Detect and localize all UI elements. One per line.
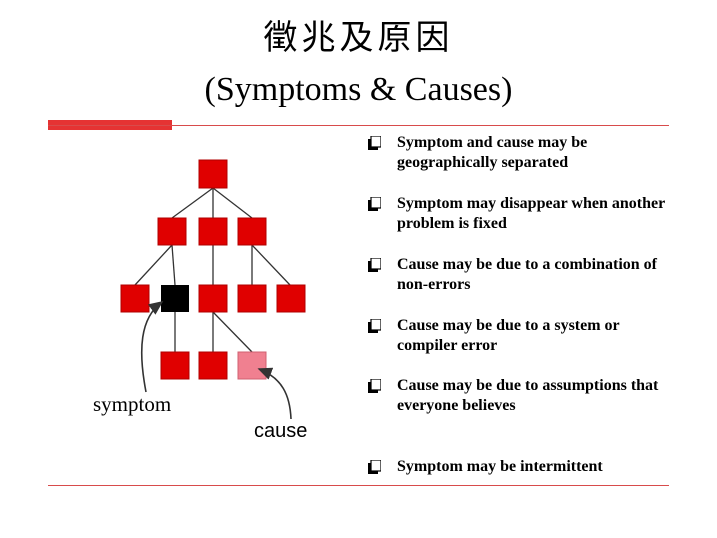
tree-edges xyxy=(134,187,291,353)
tree-edge xyxy=(212,187,253,219)
title-chinese: 徵兆及原因 xyxy=(263,18,454,58)
tree-node xyxy=(237,284,267,313)
bullet-text: Cause may be due to a combination of non… xyxy=(397,256,658,293)
tree-node-cause xyxy=(237,351,267,380)
tree-nodes xyxy=(120,159,306,380)
tree-edge xyxy=(212,311,253,353)
square-bullet-icon xyxy=(368,136,381,150)
title-english: (Symptoms & Causes) xyxy=(204,71,513,108)
square-bullet-icon xyxy=(368,379,381,393)
tree-node xyxy=(276,284,306,313)
symptom-annotation: symptom xyxy=(93,392,172,416)
footer-divider xyxy=(48,485,669,486)
tree-edge xyxy=(134,244,173,286)
tree-node xyxy=(198,217,228,246)
symptom-arrow xyxy=(140,301,164,393)
cause-annotation: cause xyxy=(254,420,308,442)
square-bullet-icon xyxy=(368,258,381,272)
title-divider xyxy=(48,125,669,126)
square-bullet-icon xyxy=(368,460,381,474)
bullet-text: Cause may be due to a system or compiler… xyxy=(397,317,620,354)
tree-node xyxy=(198,351,228,380)
tree-edge xyxy=(251,244,291,286)
square-bullet-icon xyxy=(368,197,381,211)
square-bullet-icon xyxy=(368,319,381,333)
bullet-text: Symptom and cause may be geographically … xyxy=(397,134,588,171)
tree-edge xyxy=(171,244,176,286)
tree-node xyxy=(198,284,228,313)
tree-node-root xyxy=(198,159,228,189)
bullet-text: Symptom may be intermittent xyxy=(397,458,603,475)
tree-node xyxy=(157,217,187,246)
tree-node xyxy=(237,217,267,246)
cause-arrow xyxy=(257,367,292,420)
tree-node-symptom xyxy=(161,285,189,312)
bullet-text: Symptom may disappear when another probl… xyxy=(397,195,665,232)
bullet-text: Cause may be due to assumptions that eve… xyxy=(397,377,659,414)
tree-node xyxy=(120,284,150,313)
tree-node xyxy=(160,351,190,380)
tree-edge xyxy=(171,187,214,219)
